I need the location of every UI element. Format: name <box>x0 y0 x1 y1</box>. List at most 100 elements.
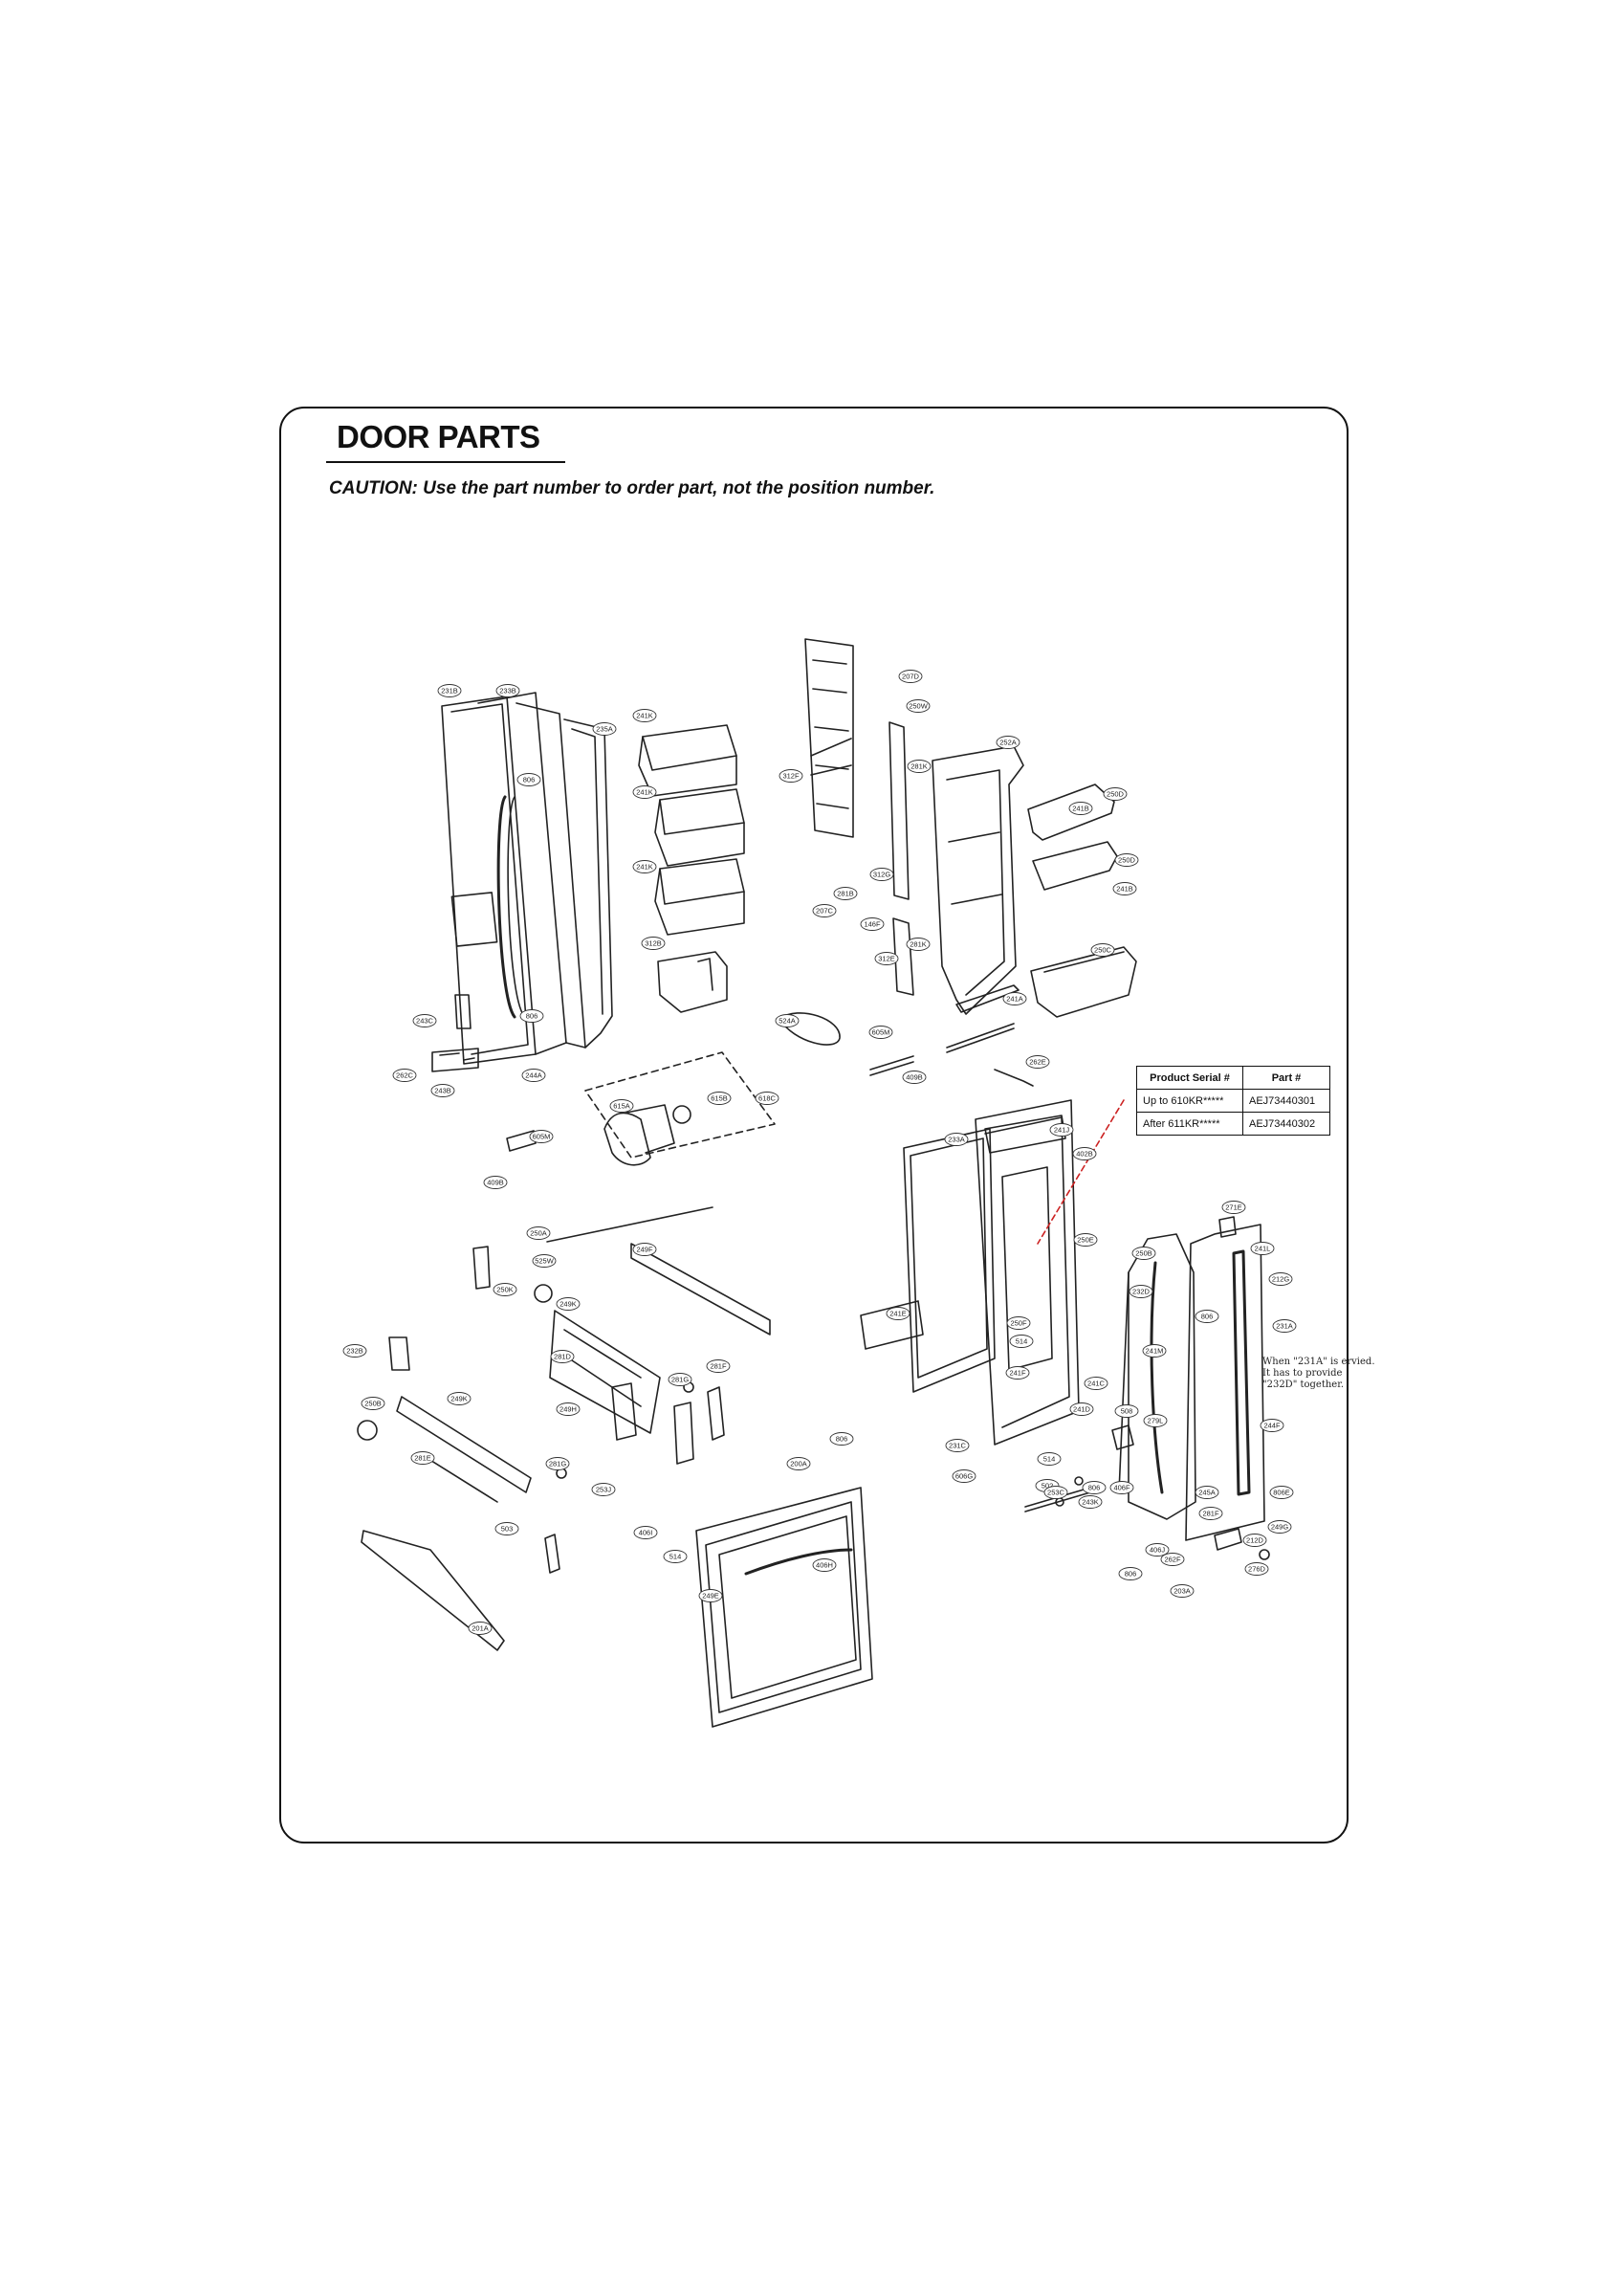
callout-bubble <box>1242 1534 1267 1547</box>
callout-249k: 249K <box>447 1392 472 1405</box>
callout-label: 409B <box>487 1179 504 1187</box>
callout-207d: 207D <box>898 670 923 683</box>
callout-bubble <box>1009 1335 1034 1348</box>
callout-bubble <box>519 1009 544 1023</box>
callout-label: 615B <box>711 1094 728 1103</box>
callout-label: 241K <box>636 788 653 797</box>
callout-212g: 212G <box>1268 1272 1293 1286</box>
callout-bubble <box>483 1176 508 1189</box>
callout-200a: 200A <box>786 1457 811 1470</box>
callout-label: 241J <box>1054 1126 1070 1135</box>
callout-bubble <box>868 1026 893 1039</box>
callout-label: 605M <box>872 1028 890 1037</box>
table-cell-serial: After 611KR***** <box>1136 1112 1243 1136</box>
callout-bubble <box>1043 1486 1068 1499</box>
callout-253j: 253J <box>591 1483 616 1496</box>
callout-bubble <box>447 1392 472 1405</box>
callout-bubble <box>1131 1247 1156 1260</box>
callout-233b: 233B <box>495 684 520 697</box>
water-filter-assembly <box>506 1012 1034 1166</box>
callout-bubble <box>591 1483 616 1496</box>
callout-bubble <box>860 917 885 931</box>
callout-bubble <box>898 670 923 683</box>
right-door-gasket <box>860 1099 1265 1541</box>
callout-524a: 524A <box>775 1014 800 1027</box>
callout-bubble <box>1267 1520 1292 1534</box>
callout-label: 250D <box>1107 790 1125 799</box>
callout-605m: 605M <box>868 1026 893 1039</box>
callout-402b: 402B <box>1072 1147 1097 1160</box>
callout-bubble <box>996 736 1020 749</box>
callout-bubble <box>1078 1495 1103 1509</box>
callout-label: 312B <box>645 939 662 948</box>
callout-bubble <box>609 1099 634 1113</box>
callout-label: 250W <box>909 702 929 711</box>
callout-label: 281K <box>910 762 928 771</box>
callout-label: 241K <box>636 863 653 872</box>
table-header-part: Part # <box>1242 1066 1330 1090</box>
callout-label: 249F <box>636 1246 653 1254</box>
callout-bubble <box>1069 1402 1094 1416</box>
callout-bubble <box>632 709 657 722</box>
callout-label: 262E <box>1029 1058 1046 1067</box>
callout-406i: 406I <box>633 1526 658 1539</box>
callout-250w: 250W <box>906 699 931 713</box>
callout-label: 241B <box>1116 885 1133 894</box>
callout-label: 281E <box>414 1454 431 1463</box>
caution-text: CAUTION: Use the part number to order pa… <box>329 478 935 498</box>
callout-243c: 243C <box>412 1014 437 1027</box>
callout-label: 241A <box>1006 995 1023 1004</box>
callout-bubble <box>556 1402 581 1416</box>
callout-bubble <box>668 1373 692 1386</box>
callout-label: 243K <box>1082 1498 1099 1507</box>
callout-249f: 249F <box>632 1243 657 1256</box>
callout-bubble <box>1195 1486 1219 1499</box>
callout-bubble <box>526 1226 551 1240</box>
callout-bubble <box>632 860 657 873</box>
callout-409b: 409B <box>483 1176 508 1189</box>
callout-label: 212G <box>1272 1275 1290 1284</box>
callout-label: 806 <box>1201 1313 1214 1321</box>
serial-part-table: Product Serial # Part # Up to 610KR*****… <box>1136 1066 1330 1136</box>
callout-label: 615A <box>613 1102 630 1111</box>
callout-label: 244F <box>1263 1422 1281 1430</box>
callout-806: 806 <box>519 1009 544 1023</box>
freezer-drawer-front <box>695 1487 873 1728</box>
callout-bubble <box>521 1069 546 1082</box>
callout-label: 262F <box>1164 1556 1181 1564</box>
callout-241b: 241B <box>1068 802 1093 815</box>
callout-271e: 271E <box>1221 1201 1246 1214</box>
callout-label: 241K <box>636 712 653 720</box>
lower-frame-parts <box>357 1206 771 1651</box>
table-cell-serial: Up to 610KR***** <box>1136 1089 1243 1113</box>
callout-label: 806 <box>1088 1484 1101 1492</box>
callout-label: 200A <box>790 1460 807 1468</box>
callout-label: 233A <box>948 1136 965 1144</box>
callout-label: 281F <box>1202 1510 1219 1518</box>
callout-label: 232B <box>346 1347 363 1356</box>
callout-508: 508 <box>1114 1404 1139 1418</box>
callout-bubble <box>430 1084 455 1097</box>
table-cell-part: AEJ73440302 <box>1242 1112 1330 1136</box>
callout-bubble <box>632 785 657 799</box>
callout-label: 250D <box>1118 856 1136 865</box>
callout-label: 406F <box>1113 1484 1130 1492</box>
callout-bubble <box>1195 1310 1219 1323</box>
callout-label: 271E <box>1225 1203 1242 1212</box>
callout-250b: 250B <box>361 1397 385 1410</box>
callout-bubble <box>1260 1419 1284 1432</box>
callout-605m: 605M <box>529 1130 554 1143</box>
callout-249g: 249G <box>1267 1520 1292 1534</box>
callout-label: 207D <box>902 673 920 681</box>
callout-615a: 615A <box>609 1099 634 1113</box>
callout-bubble <box>812 904 837 917</box>
callout-525w: 525W <box>532 1254 557 1268</box>
callout-bubble <box>1268 1272 1293 1286</box>
callout-bubble <box>707 1092 732 1105</box>
callout-406j: 406J <box>1145 1543 1170 1556</box>
table-header-serial: Product Serial # <box>1136 1066 1243 1090</box>
callout-bubble <box>1269 1486 1294 1499</box>
callout-label: 514 <box>669 1553 682 1561</box>
callout-bubble <box>1037 1452 1062 1466</box>
callout-201a: 201A <box>468 1622 493 1635</box>
